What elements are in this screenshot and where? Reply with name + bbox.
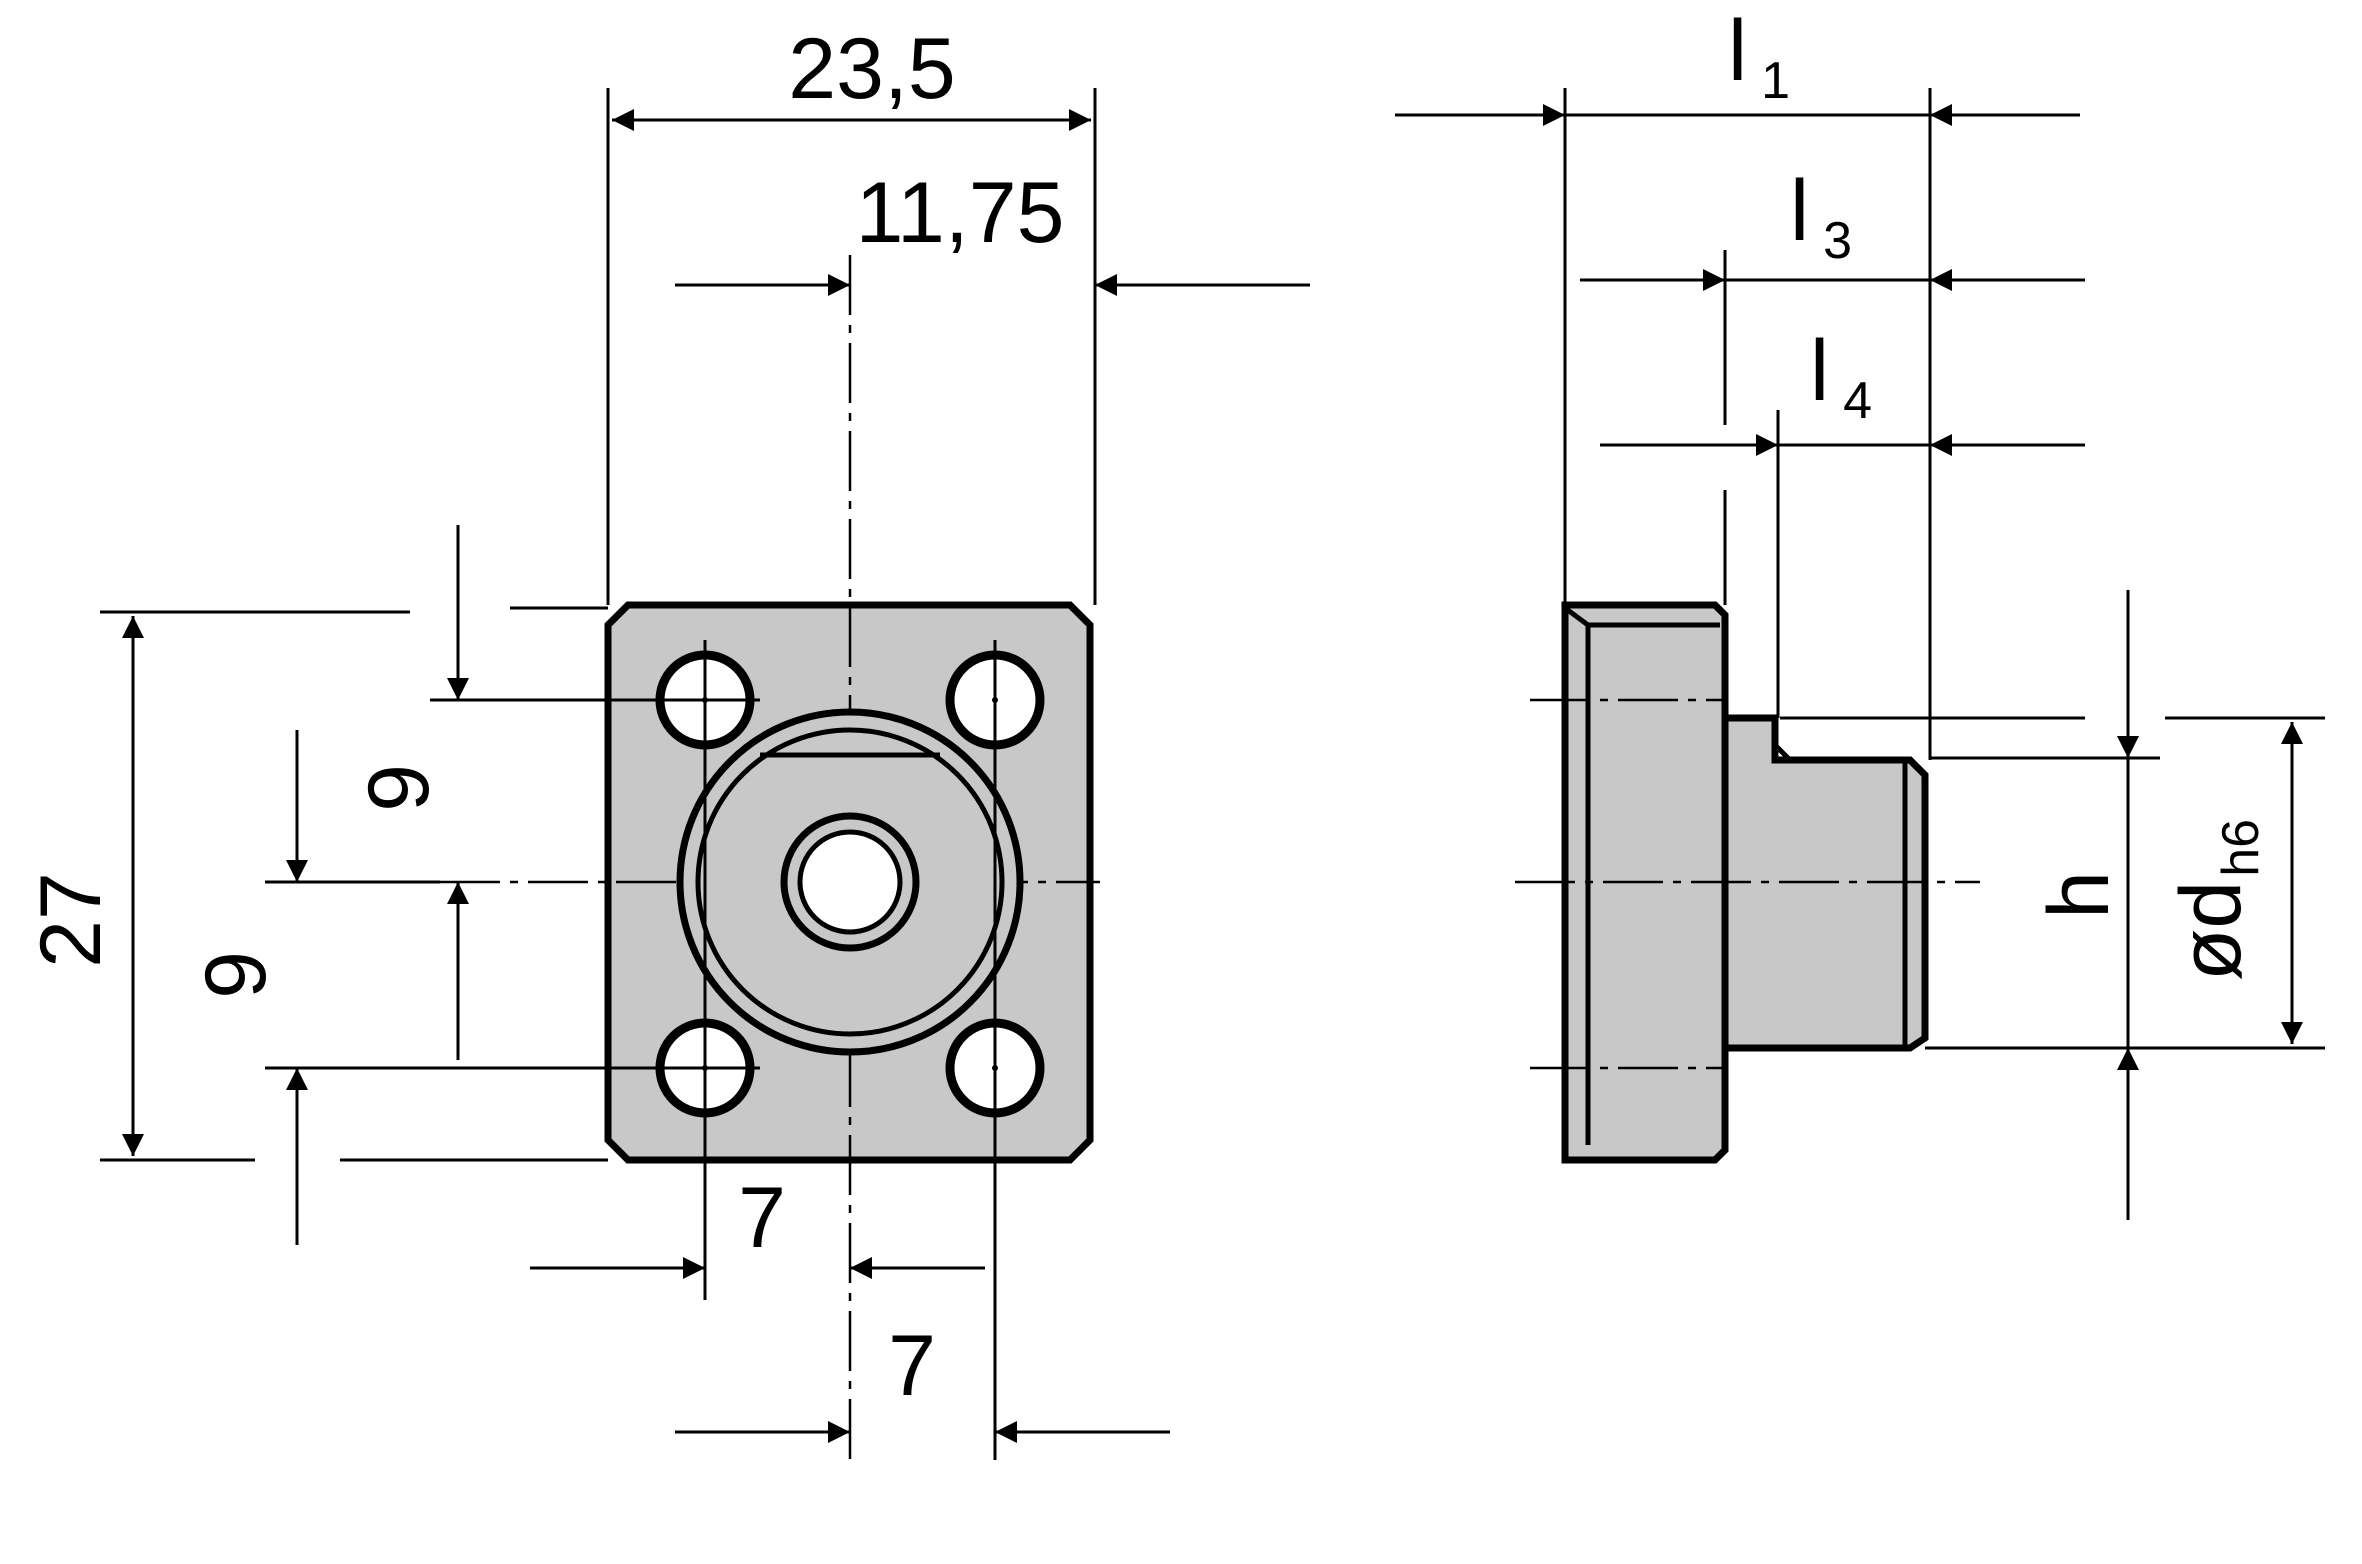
side-flange-chamfer	[1563, 605, 1590, 628]
dimension-label-lower-offset: 9	[188, 951, 284, 999]
dimension-label-h: h	[2031, 871, 2127, 919]
dimension-label-diameter: ødh6	[2163, 819, 2270, 981]
boss-inner-ring	[695, 727, 1005, 1037]
dimension-label-left-hole: 7	[738, 1170, 786, 1266]
dimension-label-upper-offset: 9	[351, 764, 447, 812]
front-view: 23,5 11,75 27 9 9 7 7	[23, 21, 1310, 1460]
dimension-label-height: 27	[23, 872, 119, 968]
dimension-label-right-hole: 7	[888, 1318, 936, 1414]
side-shaft-step	[1773, 743, 1792, 762]
dimension-label-half-width: 11,75	[856, 165, 1065, 261]
dimension-label-width: 23,5	[788, 21, 955, 117]
bore-hole	[797, 829, 903, 935]
